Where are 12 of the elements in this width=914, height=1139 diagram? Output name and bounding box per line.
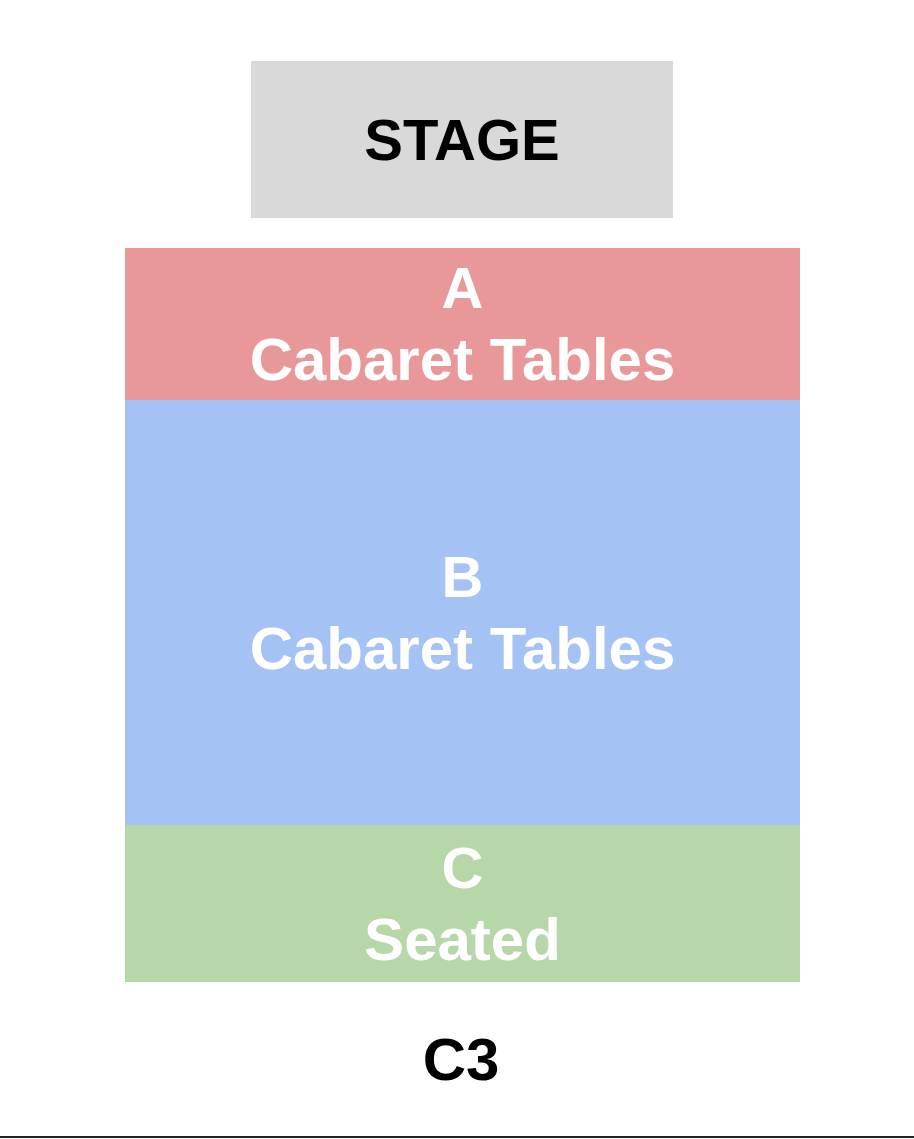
section-letter: B xyxy=(441,542,484,611)
stage-area xyxy=(251,61,673,218)
seating-section xyxy=(125,248,800,400)
section-code-label: C3 xyxy=(422,1027,500,1093)
section-letter: C xyxy=(441,833,484,902)
section-name: Cabaret Tables xyxy=(249,325,676,395)
stage-label: STAGE xyxy=(364,105,560,174)
seating-section xyxy=(125,825,800,982)
section-letter: A xyxy=(441,254,484,322)
section-name: Cabaret Tables xyxy=(249,613,676,684)
section-name: Seated xyxy=(364,904,561,975)
seating-section xyxy=(125,400,800,825)
